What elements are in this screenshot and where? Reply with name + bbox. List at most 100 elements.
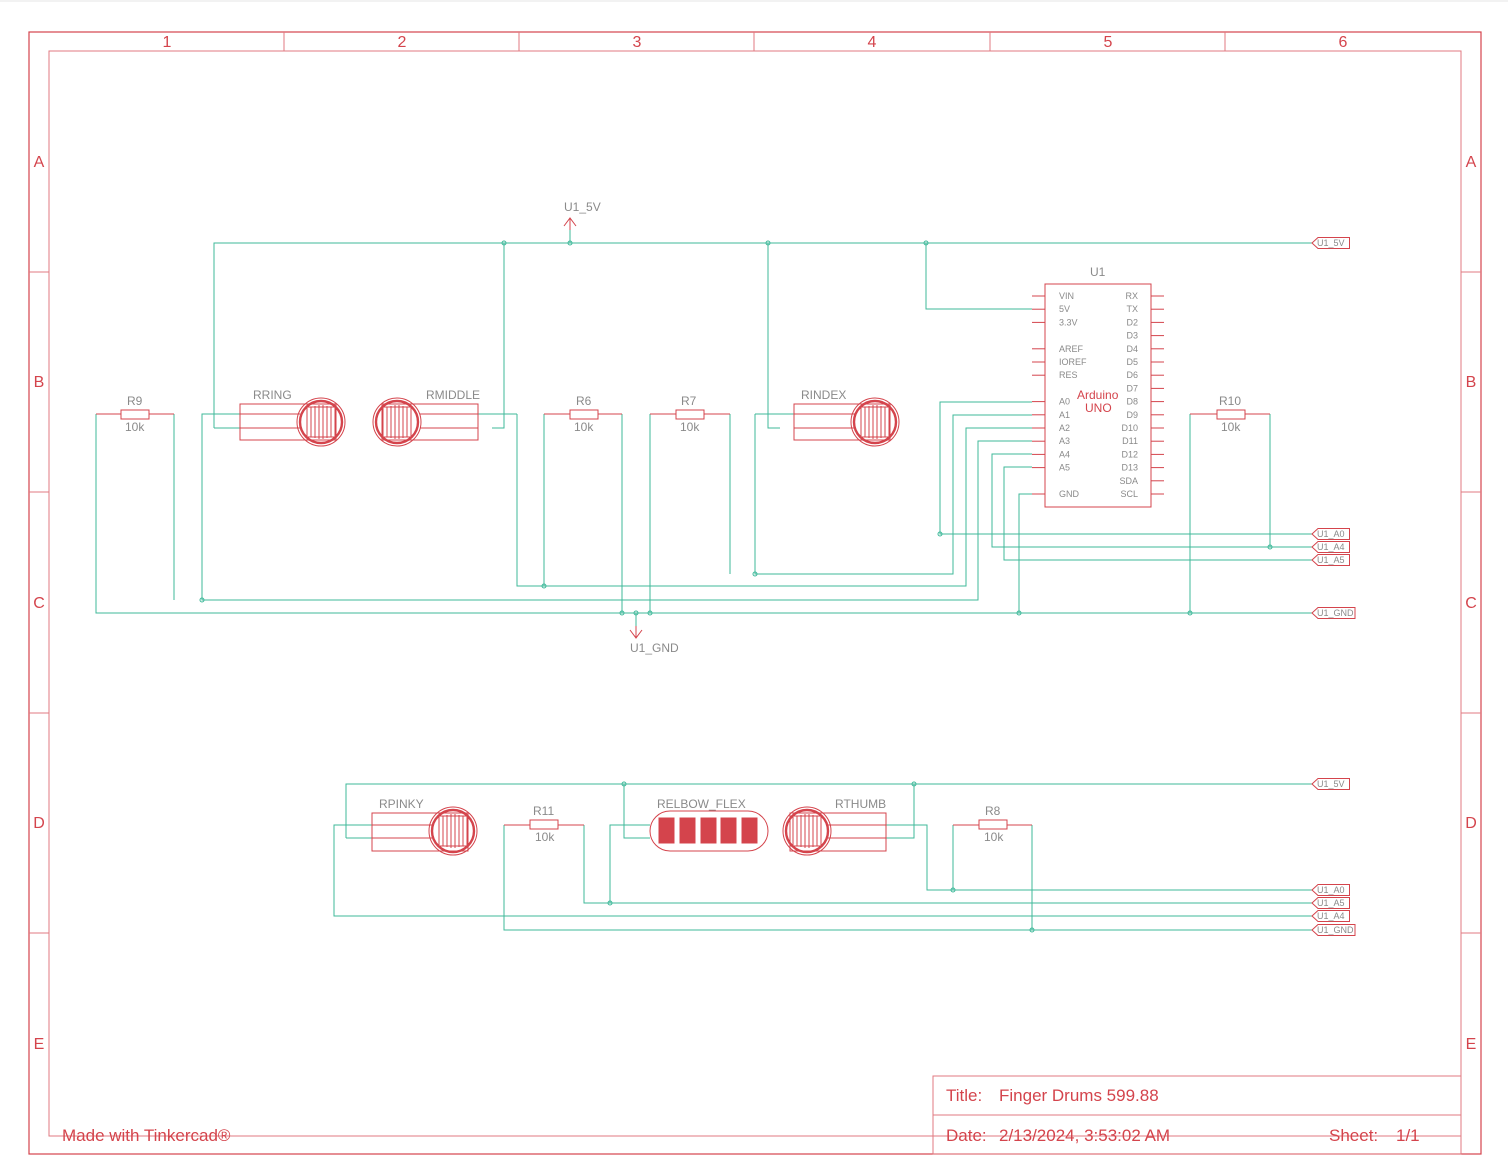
vcc-label: U1_5V [564,200,601,214]
arduino-left-pin-label: A1 [1059,410,1070,420]
column-marker: 4 [868,34,877,51]
arduino-name-line1: Arduino [1077,388,1119,402]
relbow-ref: RELBOW_FLEX [657,797,746,811]
row-marker: C [1465,595,1477,612]
resistor-r6: R6 10k [544,394,622,434]
arduino-right-pin-label: D2 [1126,317,1138,327]
net-port-flag [1311,924,1356,936]
net-port-flag [1311,910,1350,922]
row-marker: B [34,374,45,391]
column-marker: 5 [1104,34,1113,51]
net-port-flag [1311,607,1356,619]
net-port-label: U1_GND [1317,925,1354,935]
net-port-flag [1311,897,1350,909]
rindex-ref: RINDEX [801,388,846,402]
date-value: 2/13/2024, 3:53:02 AM [999,1126,1170,1145]
r9-ref: R9 [127,394,143,408]
arduino-right-pin-label: SDA [1119,476,1138,486]
row-marker: C [33,595,45,612]
r9-value: 10k [125,420,145,434]
sheet-value: 1/1 [1396,1126,1420,1145]
row-marker: E [34,1036,45,1053]
title-value: Finger Drums 599.88 [999,1086,1159,1105]
net-port-flag [1311,528,1350,540]
row-marker: E [1466,1036,1477,1053]
resistor-r8: R8 10k [953,804,1032,844]
arduino-left-pin-label: RES [1059,370,1078,380]
net-port-label: U1_A0 [1317,885,1345,895]
vcc-symbol: U1_5V [563,200,601,230]
arduino-name-line2: UNO [1085,401,1112,415]
row-marker: A [34,154,45,171]
column-marker: 3 [633,34,642,51]
arduino-right-pin-label: D8 [1126,397,1138,407]
arduino-pins: VIN5V3.3VAREFIOREFRESA0A1A2A3A4A5GNDRXTX… [1032,291,1164,499]
rring-ref: RRING [253,388,292,402]
arduino-left-pin-label: A4 [1059,449,1070,459]
net-port-label: U1_GND [1317,608,1354,618]
arduino-left-pin-label: VIN [1059,291,1074,301]
r8-value: 10k [984,830,1004,844]
net-port-label: U1_A4 [1317,911,1345,921]
resistor-r10: R10 10k [1190,394,1270,434]
r8-ref: R8 [985,804,1001,818]
net-port-label: U1_A5 [1317,898,1345,908]
r7-ref: R7 [681,394,697,408]
arduino-right-pin-label: D10 [1121,423,1138,433]
sensor-rring: RRING [239,388,347,448]
arduino-uno: U1 Arduino UNO VIN5V3.3VAREFIOREFRESA0A1… [1032,265,1164,508]
resistor-r7: R7 10k [650,394,730,434]
arduino-right-pin-label: D12 [1121,449,1138,459]
arduino-right-pin-label: D5 [1126,357,1138,367]
arduino-left-pin-label: AREF [1059,344,1084,354]
arduino-left-pin-label: GND [1059,489,1080,499]
r6-ref: R6 [576,394,592,408]
net-port-flag [1311,884,1350,896]
row-marker: D [33,815,45,832]
arduino-right-pin-label: SCL [1120,489,1138,499]
made-with-tinkercad: Made with Tinkercad® [62,1126,231,1145]
sensor-rthumb: RTHUMB [781,797,887,857]
r6-value: 10k [574,420,594,434]
net-port-label: U1_5V [1317,779,1345,789]
net-port-label: U1_A4 [1317,542,1345,552]
title-block: Title: Finger Drums 599.88 Date: 2/13/20… [932,1075,1462,1155]
date-label: Date: [946,1126,987,1145]
arduino-right-pin-label: D7 [1126,383,1138,393]
net-port-flag [1311,541,1350,553]
arduino-right-pin-label: D9 [1126,410,1138,420]
zone-markers: 1 2 3 4 5 6 A B C D E A B C D E [33,34,1477,1053]
arduino-left-pin-label: A5 [1059,463,1070,473]
resistor-r11: R11 10k [504,804,584,844]
arduino-right-pin-label: RX [1125,291,1138,301]
top-wires [95,226,1312,628]
column-marker: 1 [163,34,172,51]
rmiddle-ref: RMIDDLE [426,388,480,402]
arduino-left-pin-label: A3 [1059,436,1070,446]
r10-ref: R10 [1219,394,1241,408]
gnd-label: U1_GND [630,641,679,655]
row-marker: A [1466,154,1477,171]
sensor-rmiddle: RMIDDLE [371,388,480,448]
title-label: Title: [946,1086,982,1105]
resistor-r9: R9 10k [96,394,174,434]
sensor-rindex: RINDEX [793,388,901,448]
row-marker: D [1465,815,1477,832]
arduino-right-pin-label: D11 [1122,436,1138,446]
net-port-flag [1311,237,1350,249]
net-port-flag [1311,554,1350,566]
gnd-symbol: U1_GND [629,626,679,655]
arduino-right-pin-label: D6 [1126,370,1138,380]
arduino-right-pin-label: TX [1126,304,1138,314]
r10-value: 10k [1221,420,1241,434]
sensor-rpinky: RPINKY [371,797,479,857]
rthumb-ref: RTHUMB [835,797,886,811]
column-marker: 2 [398,34,407,51]
r11-ref: R11 [533,804,554,818]
arduino-left-pin-label: A2 [1059,423,1070,433]
net-port-label: U1_A5 [1317,555,1345,565]
arduino-left-pin-label: IOREF [1059,357,1087,367]
net-port-label: U1_A0 [1317,529,1345,539]
